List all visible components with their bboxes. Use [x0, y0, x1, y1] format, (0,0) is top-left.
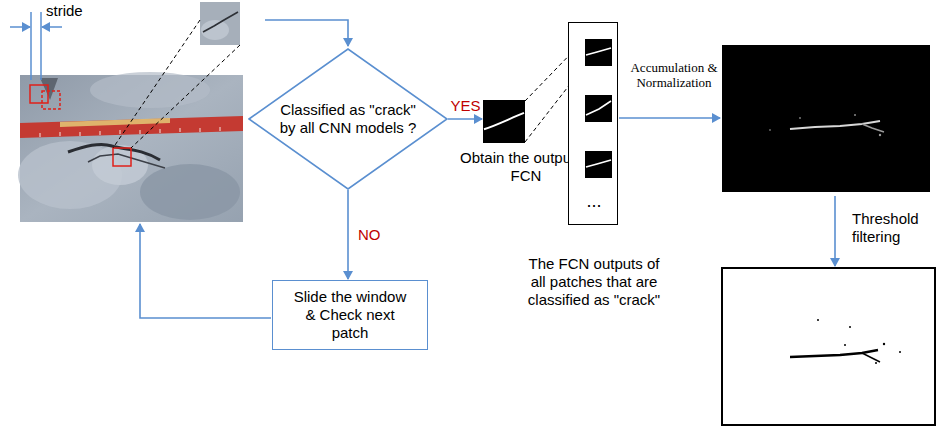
- stride-indicator: [10, 12, 62, 80]
- crack-line: [586, 101, 611, 115]
- threshold-map: [722, 268, 935, 425]
- text-holder: Classified as "crack" by all CNN models …: [248, 48, 448, 190]
- fcn-patch: [585, 151, 612, 178]
- crack-line: [586, 48, 611, 55]
- annotation-label: stride: [46, 2, 106, 20]
- crack-line: [484, 113, 524, 129]
- accumulated-map: [722, 45, 930, 192]
- edge-label: YES: [450, 97, 480, 115]
- node-text: Slide the window & Check next patch: [288, 288, 413, 342]
- fcn-patch: [585, 95, 612, 122]
- flow-connector: [347, 190, 349, 279]
- fcn-patch: [585, 39, 612, 66]
- text-holder: Slide the window & Check next patch: [273, 281, 427, 349]
- process-box: Slide the window & Check next patch: [272, 280, 428, 350]
- patch-list-box: ...The FCN outputs of all patches that a…: [568, 22, 618, 225]
- crack-line: [586, 160, 611, 167]
- flow-connector: [448, 118, 482, 120]
- node-text: Classified as "crack" by all CNN models …: [274, 101, 422, 137]
- ellipsis-text: ...: [569, 191, 619, 211]
- annotation-label: Accumulation & Normalization: [630, 60, 718, 90]
- edge-label: NO: [358, 226, 381, 244]
- diamond-shape: [249, 49, 447, 189]
- crack-illustration: [483, 100, 525, 143]
- node-caption: The FCN outputs of all patches that are …: [521, 255, 667, 309]
- fcn-output-patch: Obtain the output of FCN: [483, 100, 525, 143]
- annotation-label: Threshold filtering: [852, 210, 934, 246]
- zoom-patch: [113, 2, 240, 148]
- decision-diamond: Classified as "crack" by all CNN models …: [248, 48, 448, 190]
- wall-photo: [18, 72, 243, 222]
